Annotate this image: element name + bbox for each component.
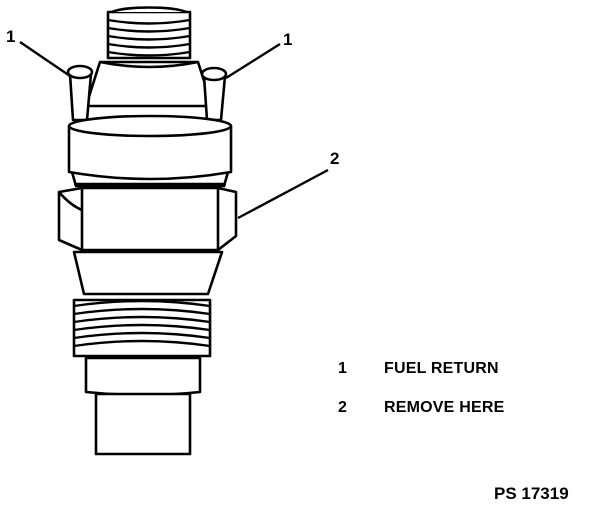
callout-nut: 2 <box>330 149 339 168</box>
callout-left-tube: 1 <box>6 27 15 46</box>
leader-line-right-tube <box>225 42 281 80</box>
left-fuel-return-tube <box>66 64 94 122</box>
right-fuel-return-tube <box>200 66 228 122</box>
lower-body <box>84 356 202 397</box>
leader-line-nut <box>237 168 329 220</box>
legend-number: 2 <box>338 399 348 416</box>
legend-number: 1 <box>338 360 348 377</box>
callout-right-tube: 1 <box>283 30 292 49</box>
legend-label: FUEL RETURN <box>384 360 499 377</box>
nozzle-tip <box>94 392 192 456</box>
figure-id: PS 17319 <box>494 484 569 503</box>
leader-line-left-tube <box>19 41 71 77</box>
legend-label: REMOVE HERE <box>384 399 505 416</box>
top-threaded-inlet <box>106 6 192 60</box>
lower-taper <box>72 250 224 296</box>
injector-neck <box>84 60 214 108</box>
collar-ring <box>67 114 233 188</box>
lower-threaded-section <box>72 298 212 358</box>
hex-nut <box>57 186 238 252</box>
